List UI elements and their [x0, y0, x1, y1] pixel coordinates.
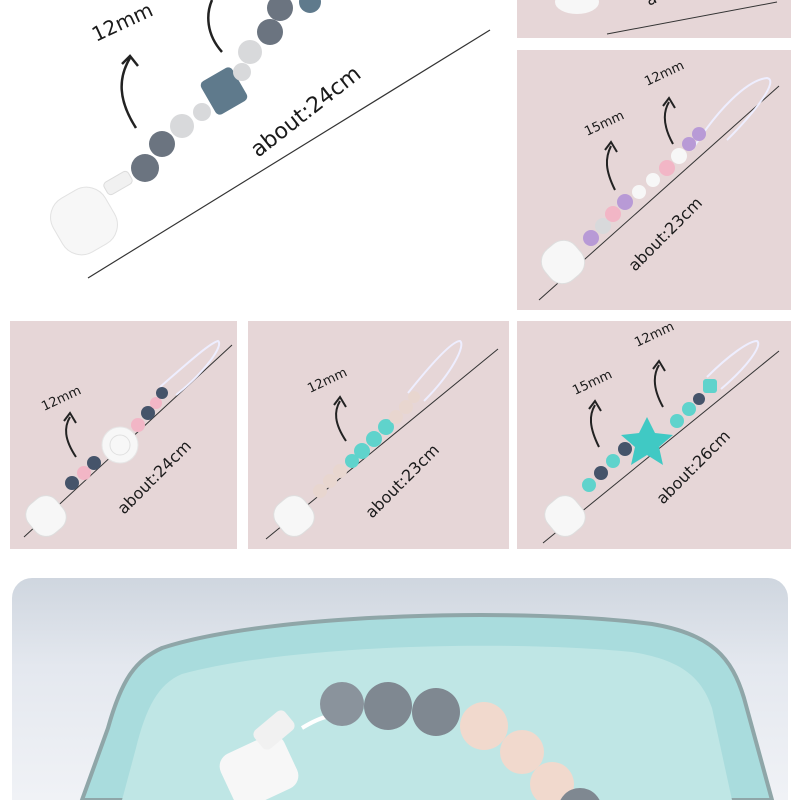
clip-icon [273, 495, 315, 537]
length-label: about:24cm [246, 62, 366, 163]
size-label: 12mm [305, 365, 349, 396]
length-label: about:23cm [361, 440, 443, 522]
size-label-b: 12mm [632, 321, 676, 351]
size-label: 12mm [39, 383, 83, 414]
clip-icon [219, 734, 299, 800]
panel-large-gray: 12mm about:24cm [0, 0, 512, 310]
clip-icon [540, 239, 586, 285]
length-label: about:23cm [624, 193, 706, 275]
panel-large-gray-art: 12mm about:24cm [50, 0, 491, 279]
panel-top-right-partial: a [517, 0, 791, 38]
star-bead [621, 417, 673, 465]
cube-bead [200, 67, 248, 115]
arrow-icon [120, 57, 138, 129]
size-label: 12mm [88, 0, 157, 47]
panel-pink-lavender: 15mm 12mm about:23cm [517, 50, 791, 310]
size-label-a: 15mm [582, 108, 626, 139]
size-label-b: 12mm [642, 58, 686, 89]
panel-flower: 12mm about:24cm [10, 321, 237, 549]
length-label: a [643, 0, 660, 10]
size-label-a: 15mm [570, 367, 614, 398]
pacifier-clip-on-plate-photo [12, 578, 788, 800]
clip-icon [25, 495, 67, 537]
clip-icon [544, 495, 586, 537]
panel-star: 15mm 12mm about:26cm [517, 321, 791, 549]
panel-teal-beige: 12mm about:23cm [248, 321, 509, 549]
bead [131, 154, 159, 182]
flower-bead [101, 426, 139, 464]
clip-icon [50, 186, 118, 256]
